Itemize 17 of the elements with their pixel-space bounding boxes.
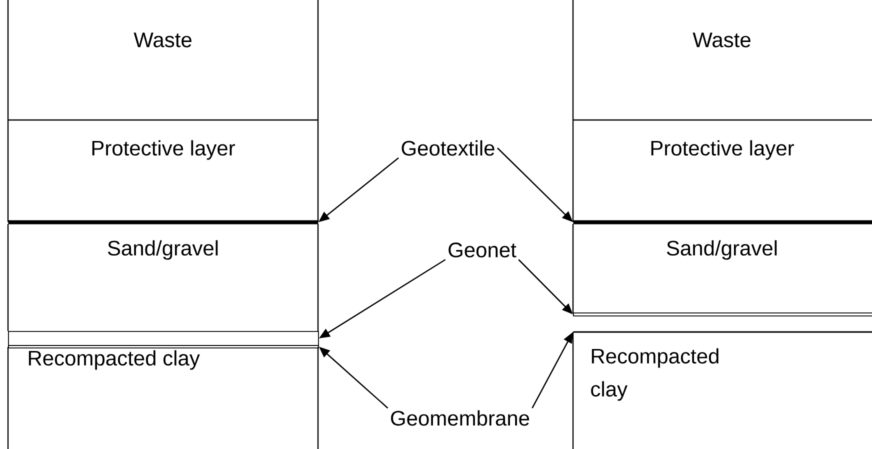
liner-sheet (8, 345, 319, 348)
layer-box: Sand/gravel (572, 224, 777, 313)
layer-box: Recompacted clay (572, 332, 718, 449)
label-text: Geomembrane (391, 410, 530, 426)
liner-sheet (573, 331, 872, 333)
layer-box: Protective layer (7, 119, 319, 223)
layer-box: Waste (7, 0, 319, 121)
liner-sheet (573, 220, 872, 224)
liner-sheet (8, 331, 319, 346)
label-text: Geotextile (402, 140, 494, 156)
layer-box: Recompacted clay (7, 346, 319, 449)
layer-box: Sand/gravel (7, 223, 319, 332)
layer-box: Waste (572, 0, 750, 120)
liner-sheet (573, 312, 872, 316)
label-text: Geonet (448, 242, 516, 258)
layer-box: Protective layer (572, 119, 872, 223)
liner-sheet (8, 220, 318, 224)
